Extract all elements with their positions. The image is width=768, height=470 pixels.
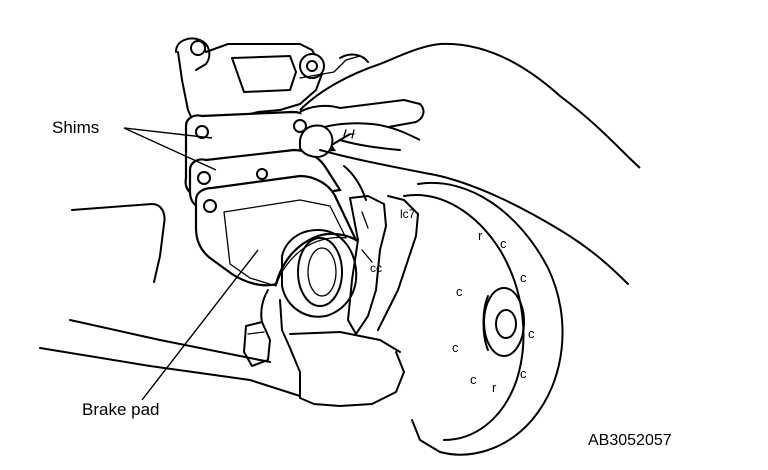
svg-text:c: c	[528, 326, 535, 341]
brake-pad-label: Brake pad	[82, 400, 160, 419]
svg-text:c: c	[520, 366, 527, 381]
figure-code-label: AB3052057	[588, 432, 672, 449]
shims-label: Shims	[52, 118, 100, 137]
brake-rotor: r c c c c c c c r	[403, 181, 564, 456]
caliper-bracket	[175, 37, 369, 129]
svg-text:cc: cc	[370, 261, 382, 275]
caliper-body	[243, 229, 405, 407]
svg-text:c: c	[520, 270, 527, 285]
shims-leader-lower	[123, 127, 217, 171]
brake-pad-leader	[141, 249, 259, 401]
torque-plate: lc7 cc	[347, 195, 419, 335]
leader-lines	[123, 127, 259, 401]
svg-text:r: r	[492, 380, 497, 395]
svg-text:c: c	[500, 236, 507, 251]
svg-text:lc7: lc7	[400, 207, 416, 221]
hand	[299, 42, 641, 285]
svg-text:r: r	[478, 228, 483, 243]
svg-text:c: c	[456, 284, 463, 299]
svg-text:c: c	[452, 340, 459, 355]
knuckle-outline	[39, 203, 301, 397]
brake-pad	[194, 174, 359, 287]
svg-text:c: c	[470, 372, 477, 387]
shims-leader-upper	[123, 127, 213, 139]
